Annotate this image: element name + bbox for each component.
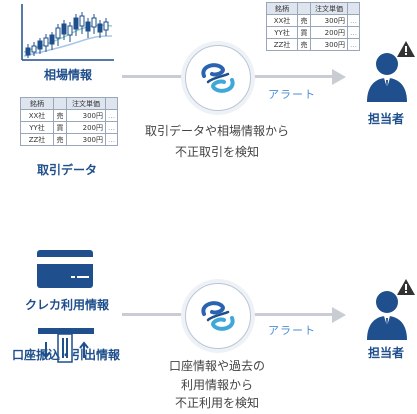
table-row: YY社 買 200円 … xyxy=(20,121,118,134)
ai-logo-icon xyxy=(201,63,235,93)
arrow-head-icon xyxy=(332,307,346,323)
table-cell: 買 xyxy=(297,26,311,39)
column-header xyxy=(297,2,311,15)
table-row: XX社 売 300円 … xyxy=(266,14,360,27)
warning-icon xyxy=(396,40,416,58)
market-info-label: 相場情報 xyxy=(43,68,92,82)
description-line: 不正取引を検知 xyxy=(174,145,259,159)
table-cell: … xyxy=(105,109,118,122)
table-header-row: 銘柄 注文単価 xyxy=(266,2,360,15)
table-cell: … xyxy=(347,26,360,39)
table-row: ZZ社 売 300円 … xyxy=(20,133,118,146)
column-header: 注文単価 xyxy=(310,2,348,15)
table-row: YY社 買 200円 … xyxy=(266,26,360,39)
atm-icon xyxy=(38,328,94,364)
description-line: 口座情報や過去の xyxy=(168,359,265,373)
trade-data-label: 取引データ xyxy=(36,163,97,177)
candlestick-chart-icon xyxy=(20,4,114,62)
table-cell: 売 xyxy=(53,109,67,122)
table-cell: XX社 xyxy=(266,14,298,27)
table-cell: 300円 xyxy=(310,14,348,27)
trade-table: 銘柄 注文単価 XX社 売 300円 … YY社 買 200円 … ZZ社 売 … xyxy=(20,97,118,146)
column-header xyxy=(347,2,360,15)
table-cell: 200円 xyxy=(66,121,106,134)
ai-engine-circle xyxy=(185,45,251,111)
alert-label: アラート xyxy=(268,324,316,337)
credit-card-icon xyxy=(37,250,93,288)
table-cell: 200円 xyxy=(310,26,348,39)
description-line: 取引データや相場情報から xyxy=(144,124,289,138)
trade-table: 銘柄 注文単価 XX社 売 300円 … YY社 買 200円 … ZZ社 売 … xyxy=(266,2,360,51)
table-cell: 売 xyxy=(53,133,67,146)
table-cell: 買 xyxy=(53,121,67,134)
table-cell: XX社 xyxy=(20,109,54,122)
table-row: ZZ社 売 300円 … xyxy=(266,38,360,51)
table-cell: ZZ社 xyxy=(20,133,54,146)
person-label: 担当者 xyxy=(367,112,404,126)
trade-data-table: 銘柄 注文単価 XX社 売 300円 … YY社 買 200円 … ZZ社 売 … xyxy=(20,97,118,146)
person-label: 担当者 xyxy=(367,346,404,360)
table-header-row: 銘柄 注文単価 xyxy=(20,97,118,110)
table-cell: YY社 xyxy=(20,121,54,134)
arrow-head-icon xyxy=(332,69,346,85)
table-cell: 売 xyxy=(297,38,311,51)
table-cell: 300円 xyxy=(66,133,106,146)
alert-trade-table: 銘柄 注文単価 XX社 売 300円 … YY社 買 200円 … ZZ社 売 … xyxy=(266,2,360,51)
ai-engine-circle xyxy=(185,283,251,349)
table-row: XX社 売 300円 … xyxy=(20,109,118,122)
table-cell: ZZ社 xyxy=(266,38,298,51)
column-header xyxy=(105,97,118,110)
column-header: 銘柄 xyxy=(266,2,298,15)
ai-logo-icon xyxy=(201,301,235,331)
person-icon xyxy=(365,282,413,342)
credit-card-label: クレカ利用情報 xyxy=(24,298,109,312)
person-icon xyxy=(365,44,413,104)
warning-icon xyxy=(396,278,416,296)
alert-label: アラート xyxy=(268,88,316,101)
description-line: 不正利用を検知 xyxy=(174,396,259,410)
table-cell: 300円 xyxy=(310,38,348,51)
table-cell: … xyxy=(347,38,360,51)
table-cell: YY社 xyxy=(266,26,298,39)
atm-label: 口座振込・引出情報 xyxy=(11,348,120,362)
table-cell: 売 xyxy=(297,14,311,27)
table-cell: … xyxy=(347,14,360,27)
table-cell: 300円 xyxy=(66,109,106,122)
table-cell: … xyxy=(105,133,118,146)
column-header: 注文単価 xyxy=(66,97,106,110)
column-header: 銘柄 xyxy=(20,97,54,110)
description-line: 利用情報から xyxy=(180,378,253,392)
column-header xyxy=(53,97,67,110)
table-cell: … xyxy=(105,121,118,134)
